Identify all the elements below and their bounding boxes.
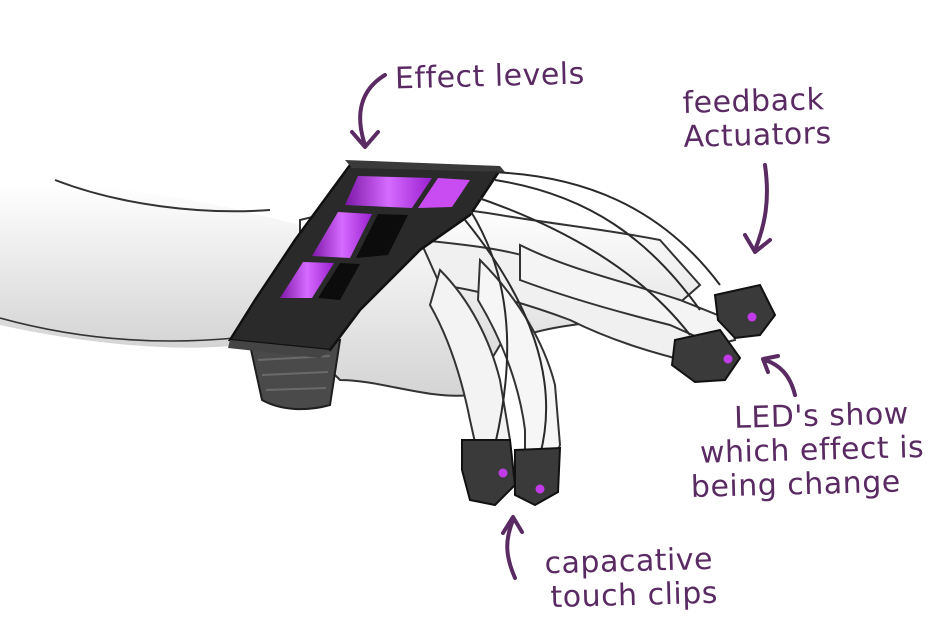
led-segment-2 (418, 178, 470, 208)
annotation-arrows (350, 73, 797, 580)
arrow-touch-clips (501, 515, 524, 580)
actuator-wires (464, 171, 721, 456)
led-segment-off-2 (318, 263, 360, 300)
effect-levels-text: Effect levels (394, 56, 586, 97)
feedback-actuator-clips (670, 283, 777, 384)
arrow-effect-levels (350, 73, 387, 149)
led-segment-4 (280, 262, 334, 298)
ring-finger (519, 243, 737, 347)
effect-levels-label: Effect levels (394, 56, 586, 97)
led-segment-1 (345, 176, 432, 208)
effect-level-leds (280, 176, 470, 300)
led-note-line-3: being change (690, 464, 902, 506)
arrow-leds (761, 354, 797, 397)
feedback-actuators-line-2: Actuators (682, 116, 833, 155)
forearm (0, 184, 300, 348)
touch-clips-label: capacative touch clips (544, 542, 719, 616)
capacitive-touch-clips (461, 439, 562, 507)
arrow-feedback-actuators (743, 163, 772, 254)
led-segment-3 (312, 212, 372, 258)
feedback-actuators-line-1: feedback (682, 82, 825, 121)
touch-clips-line-2: touch clips (550, 575, 719, 616)
led-note-label: LED's show which effect is being change (689, 396, 926, 506)
led-segment-off-1 (356, 214, 408, 258)
wrist-band (227, 163, 503, 352)
feedback-actuators-label: feedback Actuators (682, 82, 833, 155)
